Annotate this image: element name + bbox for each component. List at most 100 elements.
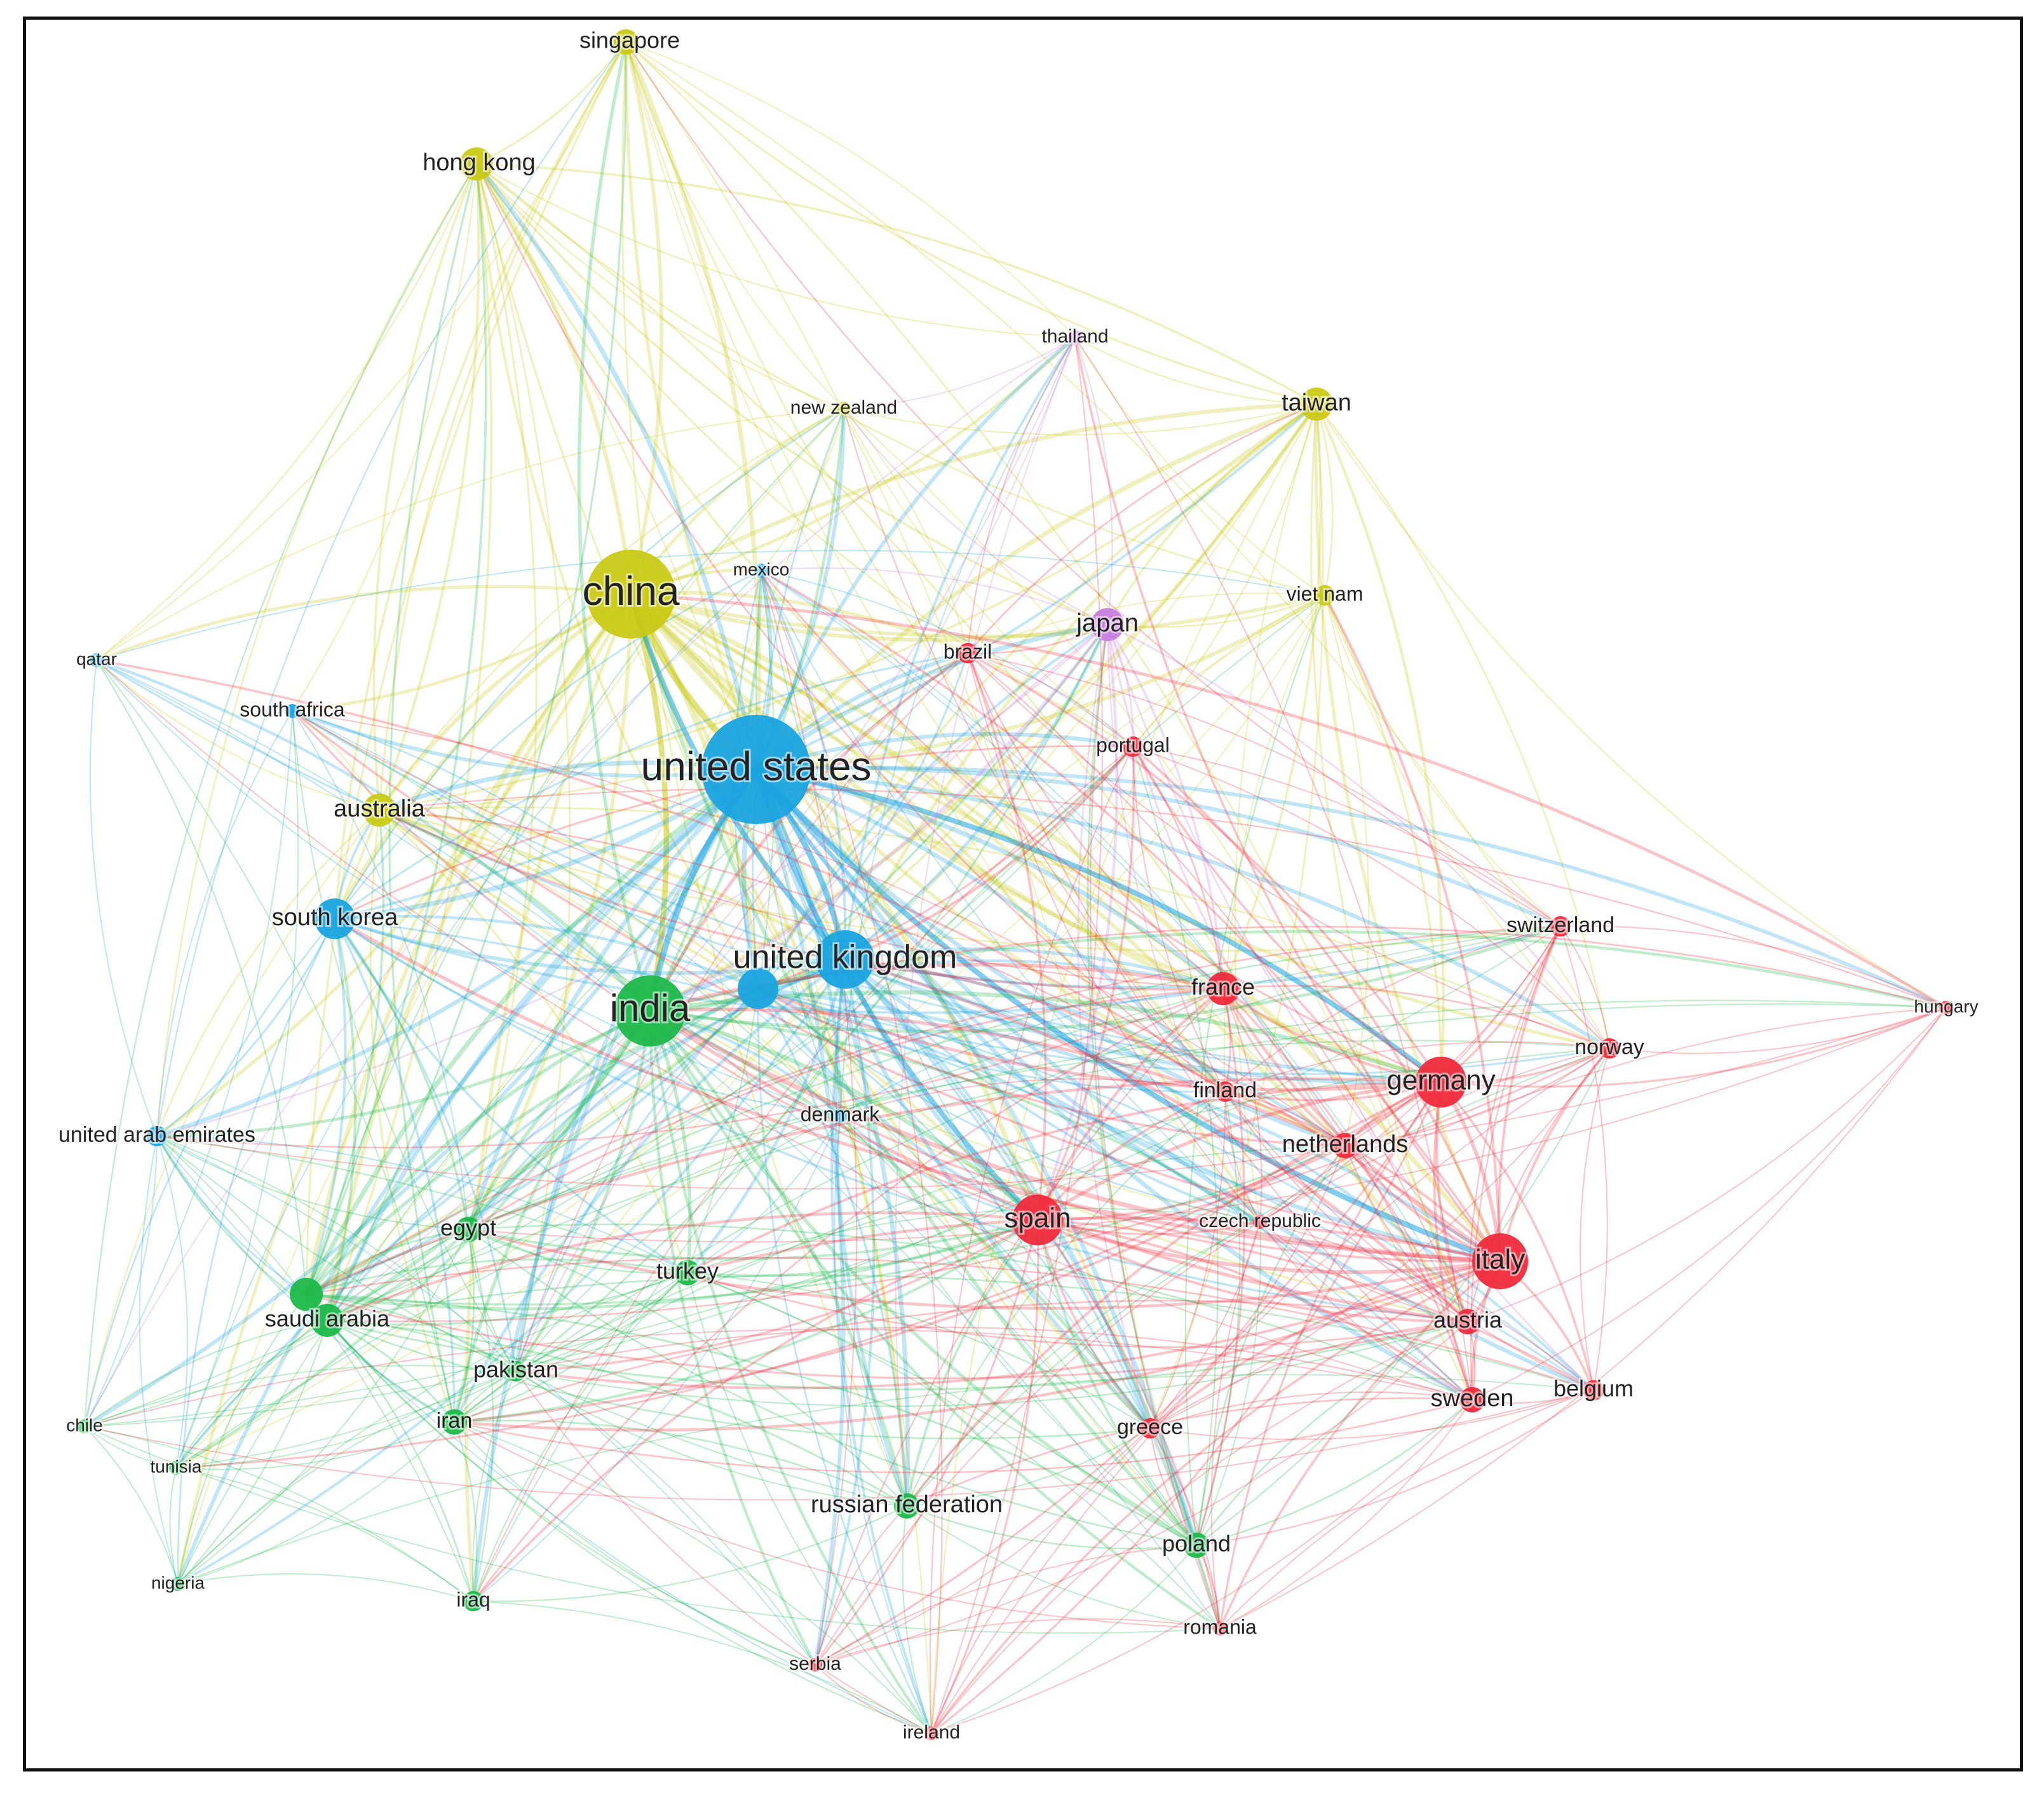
link-saudi_hub-united_states <box>304 768 758 1296</box>
node-pakistan[interactable] <box>506 1361 526 1381</box>
node-finland[interactable] <box>1215 1081 1235 1102</box>
node-russian_federation[interactable] <box>894 1493 919 1519</box>
node-new_zealand[interactable] <box>837 402 851 416</box>
node-egypt[interactable] <box>456 1217 481 1242</box>
link-germany-russian_federation <box>905 1081 1442 1507</box>
node-switzerland[interactable] <box>1550 916 1571 937</box>
node-united_arab_emirates[interactable] <box>147 1126 167 1146</box>
link-hungary-norway <box>1609 1007 1947 1054</box>
link-india-singapore <box>577 41 652 1012</box>
label-netherlands: netherlands <box>1282 1131 1409 1158</box>
link-egypt-spain <box>468 1219 1038 1261</box>
link-hungary-egypt <box>468 1007 1947 1243</box>
link-sweden-germany <box>1433 1081 1473 1400</box>
node-mexico[interactable] <box>754 564 768 578</box>
link-australia-brazil <box>379 652 968 811</box>
link-australia-united_arab_emirates <box>156 809 380 1137</box>
link-qatar-denmark <box>96 660 841 1116</box>
node-qatar[interactable] <box>90 653 104 667</box>
link-czech_republic-sweden <box>1259 1221 1473 1400</box>
node-turkey[interactable] <box>675 1260 700 1285</box>
link-egypt-saudi_arabia <box>327 1228 470 1322</box>
link-taiwan-portugal <box>1132 403 1318 747</box>
label-taiwan: taiwan <box>1282 389 1351 416</box>
node-india[interactable] <box>614 975 686 1047</box>
link-viet_nam-brazil <box>967 592 1325 654</box>
node-china[interactable] <box>586 550 675 639</box>
node-portugal[interactable] <box>1123 736 1143 757</box>
link-viet_nam-germany <box>1323 595 1442 1083</box>
node-denmark[interactable] <box>833 1109 847 1123</box>
node-ireland[interactable] <box>924 1726 938 1740</box>
node-sweden[interactable] <box>1459 1387 1485 1412</box>
link-layer <box>83 41 1947 1735</box>
node-taiwan[interactable] <box>1300 388 1333 421</box>
link-chile-switzerland <box>84 926 1561 1427</box>
link-singapore-czech_republic <box>625 41 1261 1223</box>
link-saudi_arabia-singapore <box>326 41 627 1321</box>
node-czech_republic[interactable] <box>1253 1215 1267 1229</box>
node-netherlands[interactable] <box>1332 1133 1358 1158</box>
node-nigeria[interactable] <box>171 1577 185 1591</box>
node-italy[interactable] <box>1472 1233 1528 1289</box>
link-saudi_hub-qatar <box>96 660 308 1295</box>
link-italy-south_africa <box>291 710 1501 1263</box>
link-taiwan-norway <box>1315 403 1611 1049</box>
link-hungary-czech_republic <box>1259 1007 1947 1223</box>
node-uk_hub[interactable] <box>738 968 778 1009</box>
node-tunisia[interactable] <box>169 1461 183 1475</box>
node-south_africa[interactable] <box>285 704 299 718</box>
node-austria[interactable] <box>1455 1309 1480 1334</box>
link-pakistan-denmark <box>515 1115 841 1372</box>
link-iran-japan <box>454 624 1109 1423</box>
node-saudi_hub[interactable] <box>290 1278 323 1311</box>
link-spain-saudi_arabia <box>327 1211 1038 1322</box>
link-egypt-chile <box>84 1229 469 1427</box>
node-norway[interactable] <box>1599 1038 1620 1059</box>
link-chile-finland <box>84 1091 1226 1427</box>
link-united_states-russian_federation <box>754 768 910 1507</box>
link-denmark-turkey <box>687 1115 841 1273</box>
link-greece-poland <box>1149 1428 1197 1546</box>
node-greece[interactable] <box>1140 1418 1160 1439</box>
node-thailand[interactable] <box>1068 330 1082 344</box>
node-united_states[interactable] <box>701 715 811 824</box>
node-iraq[interactable] <box>463 1591 484 1611</box>
link-france-netherlands <box>1222 988 1346 1147</box>
node-romania[interactable] <box>1213 1622 1227 1636</box>
link-belgium-poland <box>1196 1390 1594 1547</box>
node-hungary[interactable] <box>1939 1001 1953 1015</box>
node-hong_kong[interactable] <box>460 147 493 180</box>
node-brazil[interactable] <box>958 643 978 663</box>
link-saudi_arabia-iran <box>327 1319 456 1423</box>
node-south_korea[interactable] <box>315 898 355 939</box>
link-poland-china <box>629 593 1198 1547</box>
node-singapore[interactable] <box>613 29 639 55</box>
link-new_zealand-portugal <box>843 408 1134 747</box>
link-south_africa-united_arab_emirates <box>156 710 293 1137</box>
node-poland[interactable] <box>1184 1533 1209 1558</box>
node-japan[interactable] <box>1091 608 1124 641</box>
link-iran-qatar <box>96 660 455 1423</box>
node-belgium[interactable] <box>1583 1380 1604 1400</box>
node-chile[interactable] <box>78 1419 91 1433</box>
link-singapore-united_states <box>623 41 761 770</box>
node-spain[interactable] <box>1012 1195 1063 1245</box>
node-united_kingdom[interactable] <box>816 930 874 989</box>
link-chile-portugal <box>84 746 1134 1427</box>
node-saudi_arabia[interactable] <box>311 1304 344 1337</box>
link-new_zealand-mexico <box>761 408 844 571</box>
node-australia[interactable] <box>363 794 396 827</box>
node-germany[interactable] <box>1416 1057 1466 1107</box>
node-iran[interactable] <box>442 1409 467 1435</box>
link-singapore-netherlands <box>625 41 1346 1146</box>
label-mexico: mexico <box>733 559 790 579</box>
node-france[interactable] <box>1207 972 1240 1005</box>
node-viet_nam[interactable] <box>1315 585 1335 606</box>
link-saudi_arabia-hungary <box>327 1003 1947 1322</box>
link-netherlands-sweden <box>1344 1145 1473 1400</box>
link-saudi_hub-spain <box>306 1218 1038 1311</box>
link-portugal-france <box>1132 746 1224 989</box>
link-nigeria-tunisia <box>169 1467 179 1585</box>
node-serbia[interactable] <box>808 1658 822 1672</box>
